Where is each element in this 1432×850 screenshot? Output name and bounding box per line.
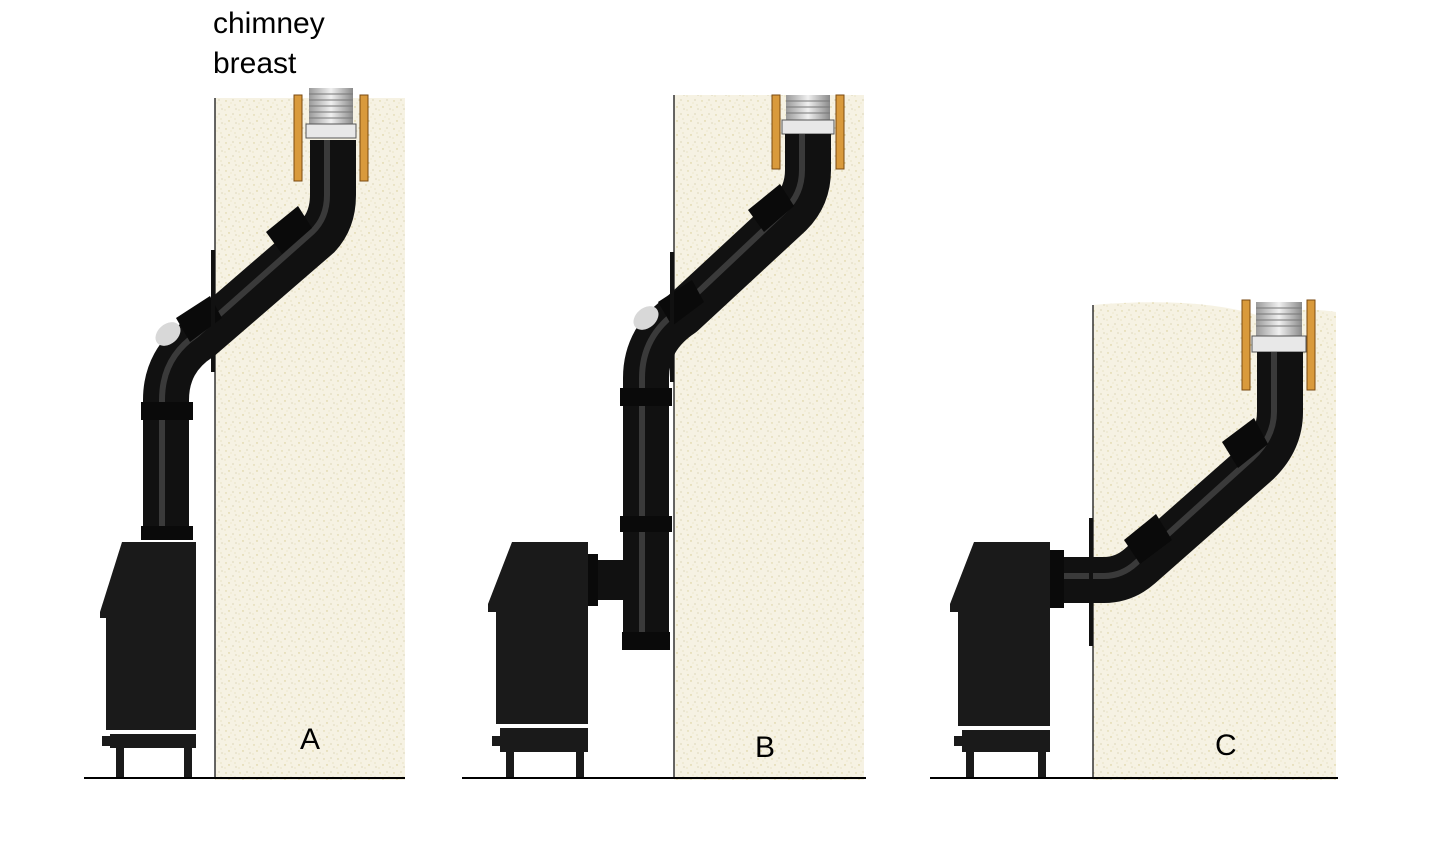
pipe-collar: [266, 206, 312, 254]
pipe-collar: [1124, 514, 1172, 564]
pipe-collar: [748, 184, 794, 232]
pipe-collar: [620, 516, 672, 532]
pipe-collar: [141, 402, 193, 420]
pipe-collar: [176, 296, 222, 342]
pipe-collar: [658, 280, 704, 326]
pipe-collar: [622, 632, 670, 650]
installation-label: A: [300, 723, 320, 756]
pipe-collar: [1050, 550, 1064, 608]
stove: [488, 542, 588, 778]
installation-a: A: [84, 88, 405, 780]
tee-branch: [596, 560, 626, 600]
chimney-lining-left: [293, 94, 303, 182]
pipe-collar: [620, 388, 672, 406]
installation-c: C: [930, 299, 1338, 780]
installation-label: C: [1215, 729, 1237, 762]
inspection-door: [155, 322, 181, 346]
wall-plate: [670, 252, 674, 382]
stove: [950, 542, 1050, 778]
liner-adaptor: [781, 119, 835, 135]
installation-b: B: [462, 94, 866, 780]
chimney-lining-left: [771, 94, 781, 170]
chimney-lining-right: [835, 94, 845, 170]
chimney-lining-right: [359, 94, 369, 182]
chimney-breast-label-line2: breast: [213, 47, 297, 80]
liner-adaptor: [1251, 335, 1307, 353]
wall-plate: [211, 250, 215, 372]
installation-label: B: [755, 731, 775, 764]
pipe-collar: [141, 526, 193, 540]
wall-plate: [1089, 518, 1093, 646]
chimney-lining-right: [1306, 299, 1316, 391]
pipe-collar: [1222, 418, 1268, 468]
flue-pipe: [1058, 352, 1303, 603]
chimney-lining-left: [1241, 299, 1251, 391]
liner-adaptor: [305, 123, 357, 139]
tee-branch-collar: [588, 554, 598, 606]
stove: [100, 542, 196, 778]
inspection-door: [633, 306, 659, 330]
chimney-breast-label-line1: chimney: [213, 7, 325, 40]
